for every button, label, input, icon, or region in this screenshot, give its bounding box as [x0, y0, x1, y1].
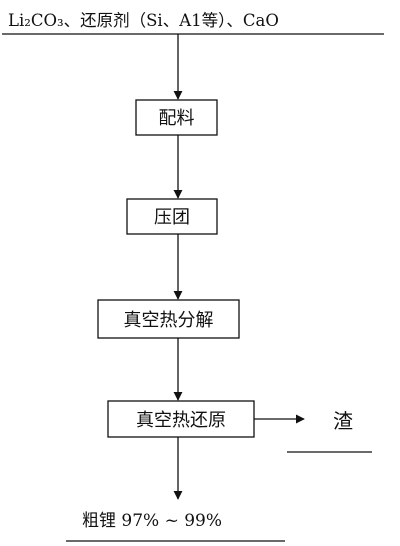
step-box-batching — [135, 99, 218, 136]
slag-label: 渣 — [333, 409, 353, 433]
input-materials-label: Li₂CO₃、还原剂（Si、A1等）、CaO — [8, 11, 279, 30]
step-box-briquetting — [126, 198, 218, 235]
step-label-vacuum-reduction: 真空热还原 — [136, 410, 226, 431]
product-label: 粗锂 97% ~ 99% — [82, 511, 222, 531]
step-box-vacuum-decomposition — [97, 299, 240, 339]
step-label-vacuum-decomposition: 真空热分解 — [124, 310, 214, 331]
step-label-briquetting: 压团 — [154, 207, 190, 228]
step-label-batching: 配料 — [159, 108, 195, 129]
